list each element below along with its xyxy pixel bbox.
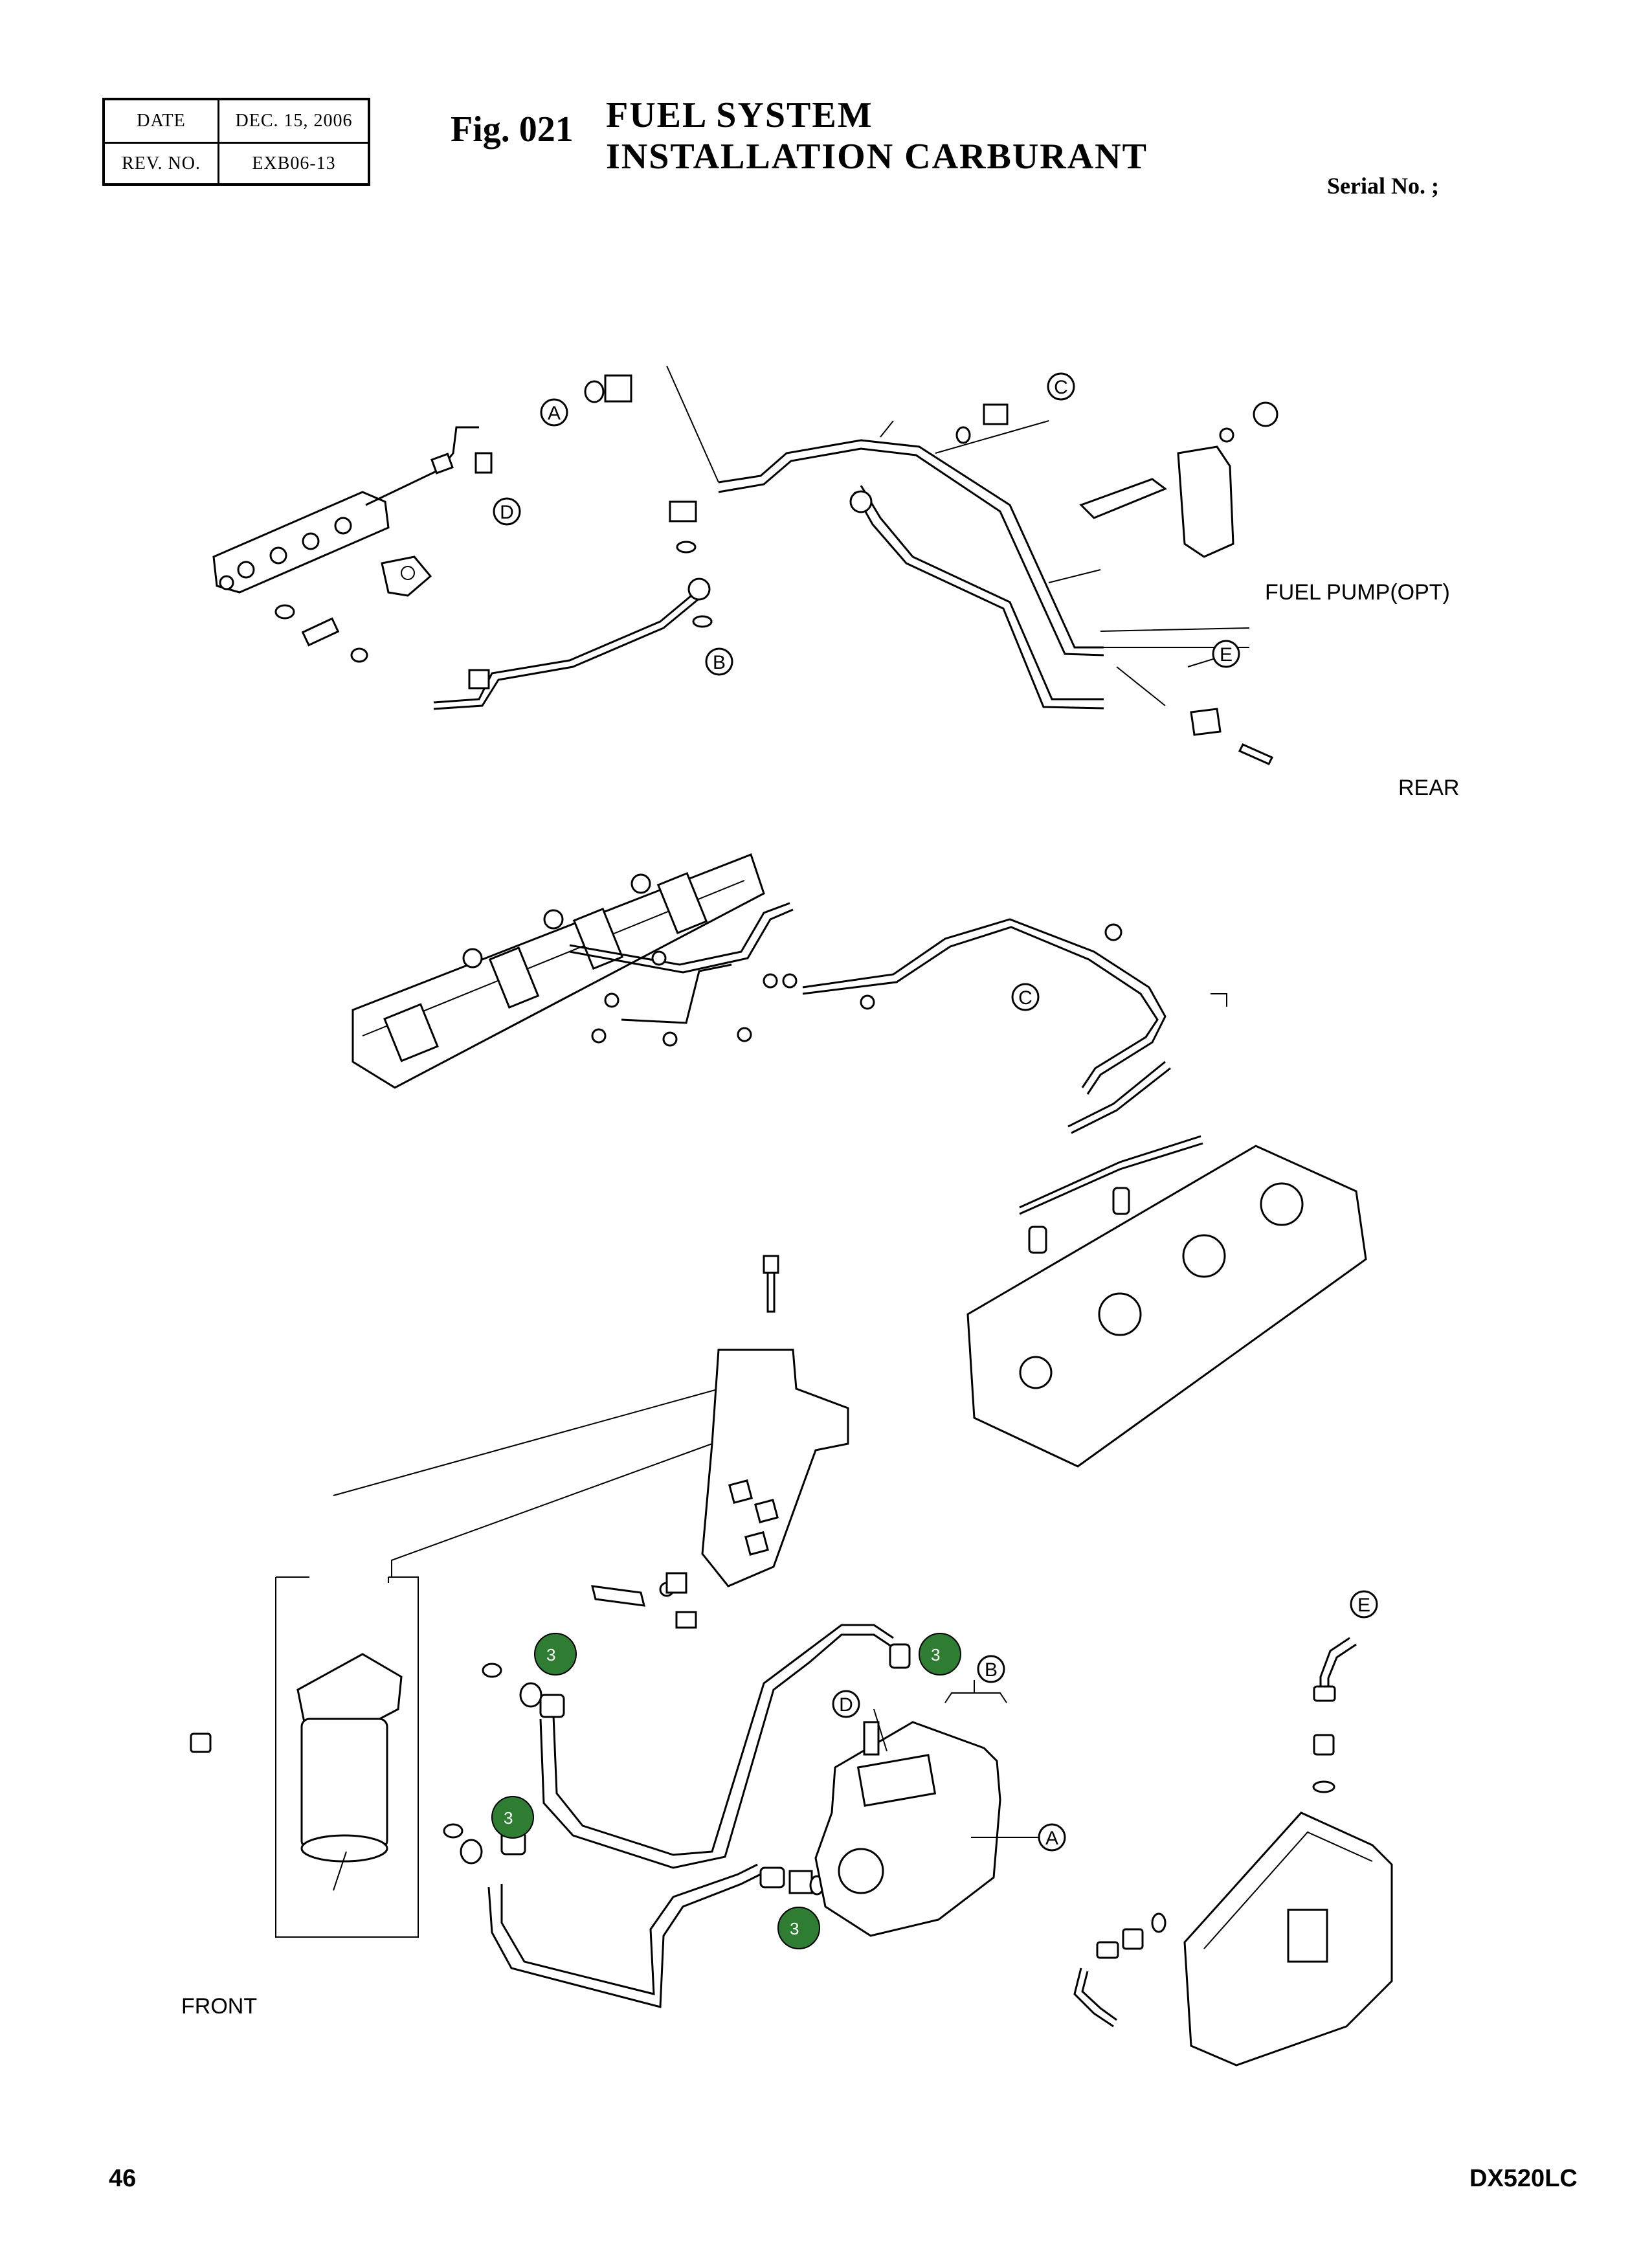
callout-c-mid: C bbox=[1011, 983, 1040, 1011]
fuel-rail-assembly bbox=[212, 365, 1278, 765]
callout-b-top: B bbox=[705, 647, 733, 676]
fuel-pump-label: FUEL PUMP(OPT) bbox=[1265, 580, 1450, 605]
callout-b-bottom: B bbox=[977, 1655, 1005, 1683]
svg-text:C: C bbox=[1018, 987, 1032, 1009]
figure-title-line2: INSTALLATION CARBURANT bbox=[606, 137, 1148, 177]
callout-e-bottom: E bbox=[1350, 1590, 1378, 1619]
page-number: 46 bbox=[109, 2165, 137, 2192]
svg-text:B: B bbox=[985, 1659, 998, 1681]
rev-value: EXB06-13 bbox=[252, 153, 336, 174]
svg-text:D: D bbox=[500, 502, 514, 523]
figure-title-line1: FUEL SYSTEM bbox=[606, 95, 873, 135]
svg-text:3: 3 bbox=[790, 1919, 799, 1938]
rear-label: REAR bbox=[1398, 776, 1460, 800]
callout-c-top: C bbox=[1047, 372, 1075, 401]
item-badge-1: 3 bbox=[534, 1633, 577, 1676]
date-value: DEC. 15, 2006 bbox=[235, 111, 353, 131]
item-badge-3: 3 bbox=[491, 1796, 534, 1839]
revision-table: DATE DEC. 15, 2006 REV. NO. EXB06-13 bbox=[102, 98, 370, 186]
svg-text:3: 3 bbox=[504, 1808, 513, 1828]
callout-d-top: D bbox=[493, 497, 521, 526]
item-badge-4: 3 bbox=[777, 1907, 820, 1949]
rev-label: REV. NO. bbox=[122, 153, 201, 174]
figure-number: Fig. 021 bbox=[451, 109, 574, 150]
cylinder-head-lines bbox=[352, 853, 1367, 1468]
svg-text:D: D bbox=[839, 1694, 853, 1716]
callout-a-bottom: A bbox=[1038, 1823, 1066, 1852]
front-label: FRONT bbox=[181, 1994, 258, 2019]
callout-e-top: E bbox=[1212, 640, 1240, 668]
date-label: DATE bbox=[137, 111, 186, 131]
svg-text:3: 3 bbox=[546, 1645, 555, 1664]
serial-number: Serial No. ; bbox=[1327, 173, 1439, 199]
item-badge-2: 3 bbox=[919, 1633, 961, 1676]
svg-text:3: 3 bbox=[931, 1645, 940, 1664]
svg-text:E: E bbox=[1357, 1595, 1370, 1616]
svg-text:A: A bbox=[548, 403, 561, 424]
svg-text:B: B bbox=[713, 652, 726, 673]
svg-text:C: C bbox=[1054, 377, 1068, 398]
svg-text:A: A bbox=[1045, 1828, 1058, 1849]
callout-a-top: A bbox=[540, 398, 568, 427]
model-number: DX520LC bbox=[1469, 2165, 1578, 2192]
svg-text:E: E bbox=[1220, 644, 1233, 666]
filter-pump-assembly bbox=[190, 1255, 1393, 2067]
callout-d-bottom: D bbox=[832, 1690, 860, 1718]
